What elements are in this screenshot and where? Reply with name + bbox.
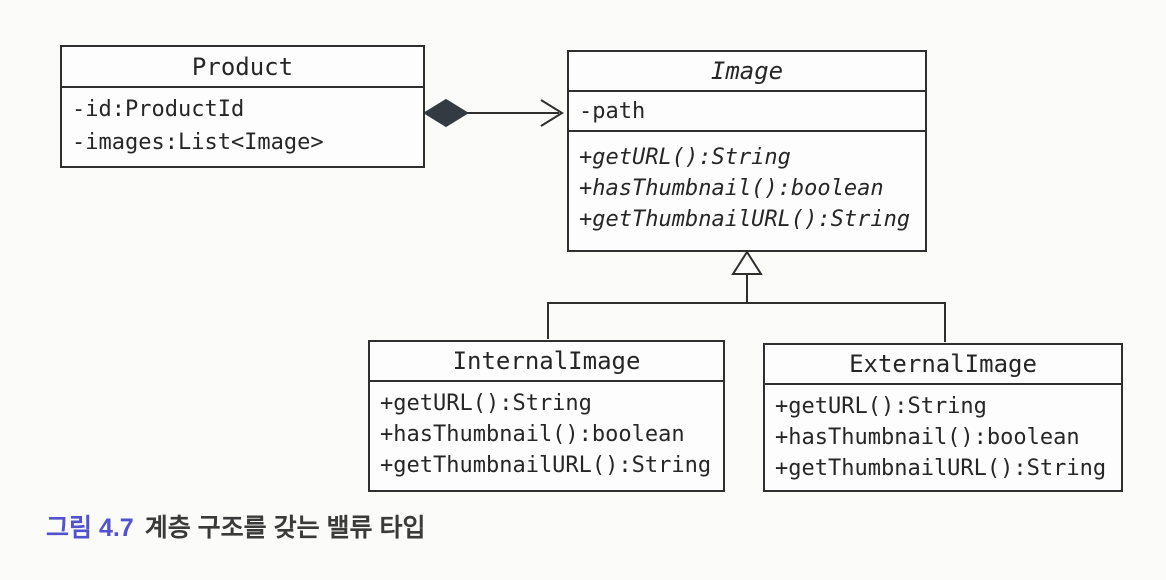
class-title-internal-image: InternalImage (370, 342, 723, 382)
class-title-image: Image (569, 52, 925, 92)
method-row: +hasThumbnail():boolean (579, 176, 884, 201)
composition-diamond-icon (423, 98, 469, 128)
attributes-compartment-product: -id:ProductId -images:List<Image> (62, 88, 423, 159)
generalization-connector (547, 250, 946, 342)
figure-caption-text: 계층 구조를 갖는 밸류 타입 (144, 514, 426, 542)
open-arrowhead-icon (540, 99, 564, 127)
method-row: +hasThumbnail():boolean (775, 425, 1080, 450)
methods-compartment-image: +getURL():String +hasThumbnail():boolean… (569, 132, 925, 235)
generalization-triangle-icon (731, 250, 763, 275)
figure-caption: 그림 4.7 계층 구조를 갖는 밸류 타입 (46, 508, 426, 544)
methods-compartment-external-image: +getURL():String +hasThumbnail():boolean… (765, 385, 1121, 484)
composition-connector (423, 98, 564, 128)
method-row: +getURL():String (380, 391, 592, 416)
attribute-row: -path (579, 99, 646, 124)
methods-compartment-internal-image: +getURL():String +hasThumbnail():boolean… (370, 382, 723, 481)
class-box-image: Image -path +getURL():String +hasThumbna… (567, 50, 927, 252)
figure-caption-number: 그림 4.7 (46, 514, 134, 542)
attribute-row: -id:ProductId (72, 97, 245, 122)
class-title-product: Product (62, 47, 423, 88)
attributes-compartment-image: -path (569, 92, 925, 132)
class-box-external-image: ExternalImage +getURL():String +hasThumb… (763, 343, 1123, 492)
class-box-product: Product -id:ProductId -images:List<Image… (60, 45, 425, 168)
method-row: +getURL():String (775, 394, 987, 419)
class-box-internal-image: InternalImage +getURL():String +hasThumb… (368, 340, 725, 492)
class-title-external-image: ExternalImage (765, 345, 1121, 385)
method-row: +hasThumbnail():boolean (380, 422, 685, 447)
generalization-tree-lines (547, 274, 946, 342)
attribute-row: -images:List<Image> (72, 130, 324, 155)
method-row: +getURL():String (579, 145, 791, 170)
method-row: +getThumbnailURL():String (380, 453, 712, 478)
method-row: +getThumbnailURL():String (579, 207, 911, 232)
method-row: +getThumbnailURL():String (775, 456, 1107, 481)
